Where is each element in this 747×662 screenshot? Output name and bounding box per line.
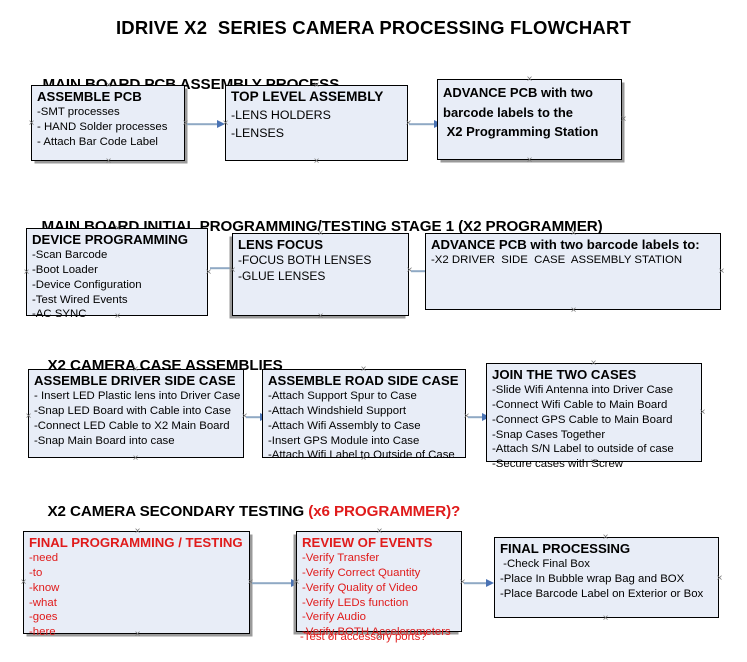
- box-heading: FINAL PROGRAMMING / TESTING: [29, 535, 243, 550]
- box-line: -GLUE LENSES: [238, 268, 326, 283]
- box-line: -Verify BOTH Accelerometers: [302, 626, 451, 639]
- box-line: -Attach Wifi Assembly to Case: [268, 419, 421, 432]
- box-line: -need: [29, 552, 59, 565]
- flow-box-advance-pcb-driver-side-case[interactable]: ADVANCE PCB with two barcode labels to: …: [425, 233, 721, 310]
- box-line: -X2 DRIVER SIDE CASE ASSEMBLY STATION: [431, 254, 683, 267]
- box-line: X2 Programming Station: [443, 124, 599, 139]
- box-line: -goes: [29, 611, 58, 624]
- box-line: -Verify Quality of Video: [302, 581, 418, 594]
- arrow-shaft: [468, 416, 485, 418]
- box-heading: ASSEMBLE PCB: [37, 89, 142, 104]
- flow-box-assemble-road-side-case[interactable]: ASSEMBLE ROAD SIDE CASE -Attach Support …: [262, 369, 466, 461]
- page-title: IDRIVE X2 SERIES CAMERA PROCESSING FLOWC…: [115, 17, 632, 38]
- arrow-shaft: [409, 123, 437, 125]
- arrow-shaft: [210, 267, 233, 269]
- box-heading: ASSEMBLE ROAD SIDE CASE: [268, 373, 459, 388]
- box-line: -here: [29, 626, 56, 639]
- arrow-head-icon: [217, 120, 225, 128]
- box-line: -Place In Bubble wrap Bag and BOX: [500, 572, 685, 585]
- box-line: -Snap LED Board with Cable into Case: [34, 404, 231, 417]
- flow-box-final-processing[interactable]: FINAL PROCESSING -Check Final Box -Place…: [494, 537, 719, 618]
- box-heading: ASSEMBLE DRIVER SIDE CASE: [34, 373, 236, 388]
- box-line: -Scan Barcode: [32, 249, 108, 262]
- section-heading-text: X2 CAMERA SECONDARY TESTING: [47, 503, 309, 520]
- box-line: -Connect Wifi Cable to Main Board: [492, 398, 668, 411]
- box-line: -what: [29, 596, 57, 609]
- arrow-assemble-pcb-to-top-level-assembly: [187, 119, 225, 129]
- box-line: -Attach Windshield Support: [268, 404, 407, 417]
- flow-box-advance-pcb-x2-programming-station[interactable]: ADVANCE PCB with two barcode labels to t…: [437, 79, 622, 160]
- box-line: -LENS HOLDERS: [231, 107, 331, 122]
- box-line: -Insert GPS Module into Case: [268, 434, 420, 447]
- box-line: - Attach Bar Code Label: [37, 135, 158, 148]
- box-heading: ADVANCE PCB with two: [443, 85, 593, 100]
- box-heading: TOP LEVEL ASSEMBLY: [231, 89, 384, 104]
- arrow-shaft: [187, 123, 220, 125]
- box-line: -Boot Loader: [32, 263, 98, 276]
- box-line: -Attach S/N Label to outside of case: [492, 443, 674, 456]
- box-line: -know: [29, 581, 60, 594]
- box-line: -Secure cases with Screw: [492, 458, 624, 471]
- flow-box-assemble-driver-side-case[interactable]: ASSEMBLE DRIVER SIDE CASE - Insert LED P…: [28, 369, 244, 458]
- box-line: - Insert LED Plastic lens into Driver Ca…: [34, 390, 241, 403]
- box-line: -Check Final Box: [500, 558, 590, 571]
- box-heading: REVIEW OF EVENTS: [302, 535, 433, 550]
- box-line: - HAND Solder processes: [37, 120, 168, 133]
- flow-box-final-programming-testing[interactable]: FINAL PROGRAMMING / TESTING -need -to -k…: [23, 531, 250, 638]
- box-heading: DEVICE PROGRAMMING: [32, 232, 189, 247]
- box-line: -SMT processes: [37, 106, 120, 119]
- arrow-head-icon: [291, 579, 299, 587]
- box-line: -to: [29, 566, 43, 579]
- arrow-shaft: [246, 416, 263, 418]
- arrow-shaft: [411, 270, 438, 272]
- box-line: -Attach Support Spur to Case: [268, 390, 417, 403]
- section-heading-x2-camera-secondary-testing: X2 CAMERA SECONDARY TESTING (x6 PROGRAMM…: [31, 486, 460, 537]
- arrow-head-icon: [486, 579, 494, 587]
- arrow-review-of-events-to-final-processing: [464, 578, 494, 588]
- box-line: -Attach Wifi Label to Outside of Case: [268, 449, 455, 462]
- box-line: -Verify Audio: [302, 611, 366, 624]
- box-line-overflow: -Test of accessory ports?: [300, 631, 427, 643]
- box-line: -Place Barcode Label on Exterior or Box: [500, 587, 704, 600]
- box-line: -Snap Main Board into case: [34, 434, 175, 447]
- box-line: -LENSES: [231, 125, 285, 140]
- box-line: -Device Configuration: [32, 278, 142, 291]
- box-line: -FOCUS BOTH LENSES: [238, 253, 372, 268]
- box-heading: FINAL PROCESSING: [500, 541, 631, 556]
- flow-box-join-the-two-cases[interactable]: JOIN THE TWO CASES -Slide Wifi Antenna i…: [486, 363, 702, 470]
- arrow-shaft: [464, 582, 489, 584]
- box-line: barcode labels to the: [443, 104, 574, 120]
- arrow-shaft: [252, 582, 294, 584]
- section-heading-accent: (x6 PROGRAMMER)?: [308, 503, 461, 520]
- box-line: -Connect LED Cable to X2 Main Board: [34, 419, 230, 432]
- box-line: -Test Wired Events: [32, 293, 128, 306]
- flow-box-assemble-pcb[interactable]: ASSEMBLE PCB -SMT processes - HAND Solde…: [31, 85, 185, 161]
- box-line: -Snap Cases Together: [492, 428, 606, 441]
- box-heading: LENS FOCUS: [238, 237, 323, 252]
- flow-box-lens-focus[interactable]: LENS FOCUS -FOCUS BOTH LENSES -GLUE LENS…: [232, 233, 409, 316]
- flow-box-review-of-events[interactable]: REVIEW OF EVENTS -Verify Transfer -Verif…: [296, 531, 462, 638]
- box-line: -Verify Transfer: [302, 552, 380, 565]
- box-line: -Connect GPS Cable to Main Board: [492, 413, 673, 426]
- flow-box-device-programming[interactable]: DEVICE PROGRAMMING -Scan Barcode -Boot L…: [26, 228, 208, 320]
- flow-box-top-level-assembly[interactable]: TOP LEVEL ASSEMBLY -LENS HOLDERS -LENSES: [225, 85, 408, 161]
- box-heading: ADVANCE PCB with two barcode labels to:: [431, 237, 700, 252]
- box-line: -AC SYNC: [32, 308, 87, 321]
- box-line: -Verify LEDs function: [302, 596, 409, 609]
- box-heading: JOIN THE TWO CASES: [492, 367, 637, 382]
- box-line: -Slide Wifi Antenna into Driver Case: [492, 384, 674, 397]
- box-line: -Verify Correct Quantity: [302, 566, 421, 579]
- arrow-final-programming-to-review-of-events: [252, 578, 299, 588]
